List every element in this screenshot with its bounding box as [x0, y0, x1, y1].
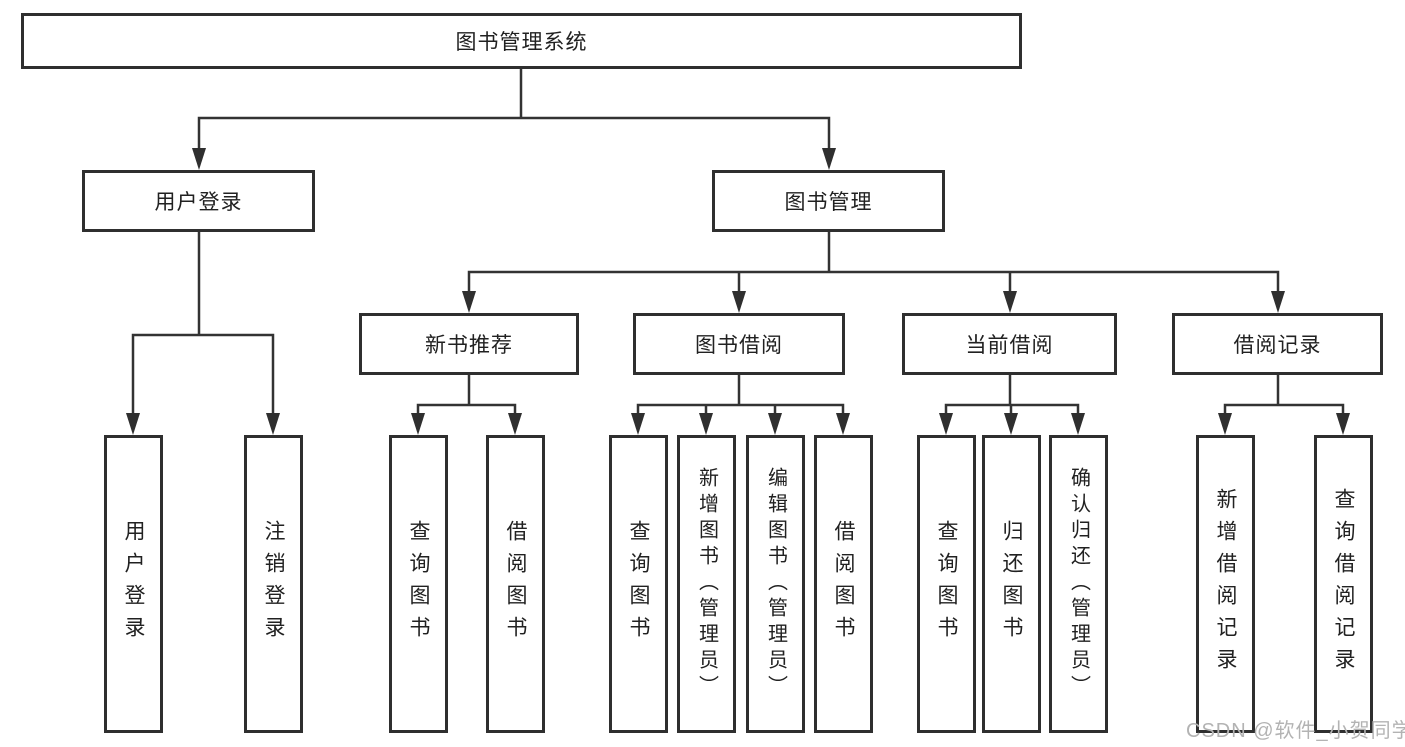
- leaf-add-books-admin: 新增图书（管理员）: [677, 435, 736, 733]
- leaf-label: 查询图书: [627, 520, 650, 648]
- arrowhead: [1003, 291, 1017, 313]
- leaf-label: 确认归还（管理员）: [1067, 467, 1090, 701]
- node-label: 借阅记录: [1233, 334, 1322, 357]
- node-label: 新书推荐: [425, 334, 513, 357]
- arrowhead: [732, 291, 746, 313]
- leaf-add-borrow-record: 新增借阅记录: [1196, 435, 1255, 733]
- connector-lines: [131, 67, 1345, 424]
- arrowhead: [836, 413, 850, 435]
- leaf-borrow-books-recommend: 借阅图书: [486, 435, 545, 733]
- node-label: 图书管理系统: [455, 31, 588, 54]
- leaf-label: 归还图书: [1000, 520, 1023, 648]
- leaf-label: 编辑图书（管理员）: [764, 467, 787, 701]
- connector-new-book-fork: [416, 373, 517, 424]
- leaf-confirm-return-admin: 确认归还（管理员）: [1049, 435, 1108, 733]
- arrowhead: [462, 291, 476, 313]
- connector-root-fork: [197, 67, 831, 160]
- node-book-borrow: 图书借阅: [633, 313, 845, 375]
- arrowhead: [1071, 413, 1085, 435]
- connector-book-borrow-fork: [636, 373, 845, 424]
- arrowhead: [192, 148, 206, 170]
- arrowhead: [822, 148, 836, 170]
- arrowhead: [411, 413, 425, 435]
- node-borrow-records: 借阅记录: [1172, 313, 1383, 375]
- leaf-label: 新增图书（管理员）: [695, 467, 718, 701]
- node-current-borrow: 当前借阅: [902, 313, 1117, 375]
- leaf-label: 借阅图书: [832, 520, 855, 648]
- connector-book-management-fork: [467, 230, 1280, 302]
- arrowhead: [508, 413, 522, 435]
- leaf-label: 新增借阅记录: [1214, 488, 1237, 680]
- leaf-label: 注销登录: [262, 520, 285, 648]
- leaf-label: 查询图书: [935, 520, 958, 648]
- node-label: 图书借阅: [695, 334, 783, 357]
- arrowhead: [939, 413, 953, 435]
- csdn-watermark: CSDN @软件_小贺同学: [1186, 720, 1405, 742]
- leaf-logout: 注销登录: [244, 435, 303, 733]
- node-user-login-branch: 用户登录: [82, 170, 315, 232]
- arrowhead: [1004, 413, 1018, 435]
- arrowhead: [266, 413, 280, 435]
- node-new-book-recommend: 新书推荐: [359, 313, 579, 375]
- leaf-label: 查询图书: [407, 520, 430, 648]
- node-label: 当前借阅: [965, 334, 1054, 357]
- connector-borrow-records-fork: [1223, 373, 1345, 424]
- arrowhead: [1218, 413, 1232, 435]
- leaf-query-books-current: 查询图书: [917, 435, 976, 733]
- leaf-label: 用户登录: [122, 520, 145, 648]
- arrowheads: [126, 148, 1350, 435]
- leaf-query-books-recommend: 查询图书: [389, 435, 448, 733]
- leaf-query-borrow-record: 查询借阅记录: [1314, 435, 1373, 733]
- arrowhead: [699, 413, 713, 435]
- leaf-user-login: 用户登录: [104, 435, 163, 733]
- arrowhead: [126, 413, 140, 435]
- leaf-edit-books-admin: 编辑图书（管理员）: [746, 435, 805, 733]
- leaf-borrow-books: 借阅图书: [814, 435, 873, 733]
- arrowhead: [631, 413, 645, 435]
- node-label: 用户登录: [154, 191, 243, 214]
- leaf-label: 查询借阅记录: [1332, 488, 1355, 680]
- leaf-query-books-borrow: 查询图书: [609, 435, 668, 733]
- connector-user-login-fork: [131, 230, 275, 424]
- leaf-return-books: 归还图书: [982, 435, 1041, 733]
- node-library-management-system: 图书管理系统: [21, 13, 1022, 69]
- arrowhead: [1271, 291, 1285, 313]
- node-book-management-branch: 图书管理: [712, 170, 945, 232]
- arrowhead: [1336, 413, 1350, 435]
- arrowhead: [768, 413, 782, 435]
- leaf-label: 借阅图书: [504, 520, 527, 648]
- node-label: 图书管理: [784, 191, 873, 214]
